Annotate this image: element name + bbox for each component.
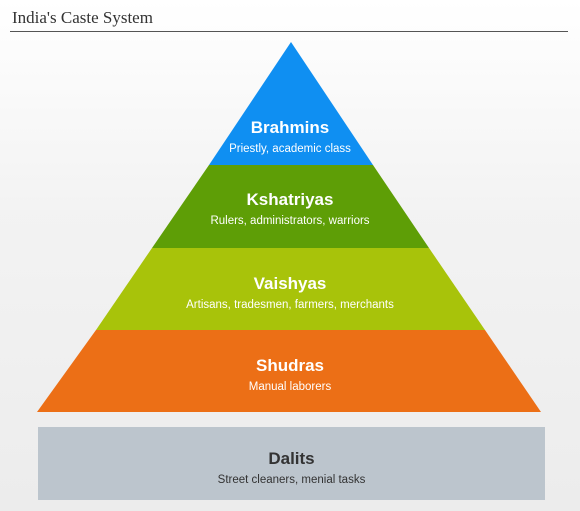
tier-brahmins-desc: Priestly, academic class [229, 143, 351, 155]
tier-kshatriyas: Kshatriyas Rulers, administrators, warri… [0, 190, 580, 229]
tier-shudras: Shudras Manual laborers [0, 356, 580, 395]
tier-brahmins-shape [209, 42, 373, 165]
tier-kshatriyas-name: Kshatriyas [246, 190, 334, 209]
tier-vaishyas: Vaishyas Artisans, tradesmen, farmers, m… [0, 274, 580, 313]
tier-dalits-desc: Street cleaners, menial tasks [217, 474, 366, 486]
tier-kshatriyas-shape [152, 165, 429, 248]
tier-vaishyas-shape [96, 248, 485, 330]
tier-vaishyas-name: Vaishyas [253, 274, 327, 293]
tier-shudras-shape [37, 330, 541, 412]
tier-brahmins: Brahmins Priestly, academic class [0, 118, 580, 157]
tier-dalits-name: Dalits [268, 449, 315, 468]
tier-dalits: Dalits Street cleaners, menial tasks [38, 427, 545, 500]
tier-shudras-name: Shudras [255, 356, 325, 375]
tier-kshatriyas-desc: Rulers, administrators, warriors [210, 215, 370, 227]
title-underline [10, 31, 568, 32]
diagram-title: India's Caste System [12, 8, 153, 27]
tier-brahmins-name: Brahmins [250, 118, 330, 137]
tier-vaishyas-desc: Artisans, tradesmen, farmers, merchants [186, 299, 394, 311]
tier-shudras-desc: Manual laborers [248, 381, 332, 393]
